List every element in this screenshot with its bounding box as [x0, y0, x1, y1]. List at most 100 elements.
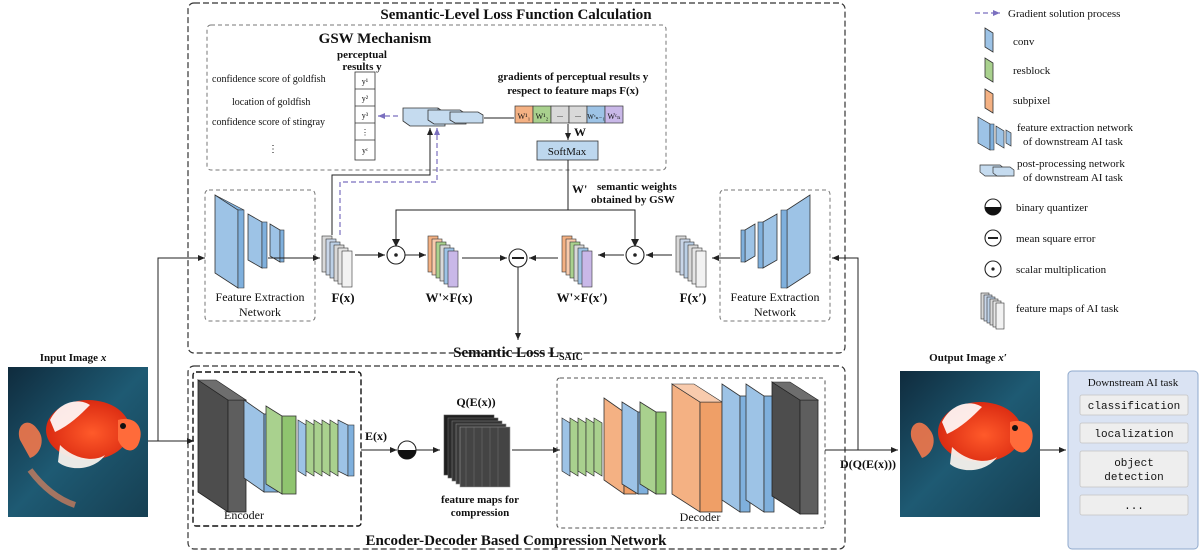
legend-scalar-mult: scalar multiplication	[1016, 264, 1107, 276]
task-detection-label: detection	[1104, 472, 1163, 484]
legend-post-network-2: of downstream AI task	[1023, 172, 1123, 184]
fe-right-network-icon	[740, 194, 811, 289]
output-image	[900, 371, 1040, 517]
w-cell-4: ...	[575, 110, 581, 119]
arrow-output-to-fe-right	[832, 255, 859, 450]
qex-label: Q(E(x))	[456, 395, 495, 409]
legend-conv-icon	[984, 27, 994, 53]
y-cell-5: yᶜ	[362, 146, 368, 155]
w-label: W	[574, 125, 586, 139]
ex-label: E(x)	[365, 429, 387, 443]
softmax-label: SoftMax	[548, 146, 587, 158]
semantic-loss-title: Semantic-Level Loss Function Calculation	[380, 7, 652, 23]
legend-fe-network-icon	[977, 116, 1012, 151]
fe-left-label-1: Feature Extraction	[216, 290, 305, 304]
fx-to-post-path	[331, 128, 433, 235]
legend-feature-maps: feature maps of AI task	[1016, 303, 1119, 315]
w-cell-1: W¹₁	[518, 112, 531, 121]
legend-mse: mean square error	[1016, 233, 1096, 245]
legend-post-network-icon	[979, 164, 1015, 177]
semantic-loss-box	[187, 2, 846, 354]
legend-binary-quantizer-icon	[984, 198, 1002, 216]
task-more[interactable]	[1079, 494, 1189, 516]
decoder-network-icon	[561, 381, 820, 515]
weights-vector: W¹₁ W¹₂ ... ... Wᶜₙ₋₁ Wᶜₙ	[514, 105, 624, 124]
fx-prime-label: F(x′)	[680, 290, 707, 305]
compressed-feature-maps	[443, 414, 511, 488]
legend-binary-quantizer: binary quantizer	[1016, 202, 1088, 214]
gradients-label-1: gradients of perceptual results y	[498, 71, 649, 83]
wfx-prime-label: W'×F(x′)	[557, 290, 608, 305]
gradient-path	[339, 128, 440, 235]
arrow-input-to-fe	[148, 255, 205, 442]
row-label-2: location of goldfish	[232, 97, 310, 108]
perceptual-results-column: y¹ y² y³ ⋮ yᶜ	[354, 71, 376, 161]
row-label-1: confidence score of goldfish	[212, 74, 326, 85]
fx-label: F(x)	[331, 290, 354, 305]
w-cell-2: W¹₂	[536, 112, 549, 121]
perceptual-label-2: results y	[342, 61, 382, 73]
legend-mse-icon	[984, 229, 1002, 247]
w-prime-label: W'	[572, 182, 587, 196]
legend-feature-maps-icon	[980, 292, 1005, 330]
fe-left-network-icon	[214, 194, 285, 289]
legend-resblock: resblock	[1013, 65, 1051, 77]
legend-resblock-icon	[984, 57, 994, 83]
fm-compress-label-1: feature maps for	[441, 494, 519, 506]
y-cell-3: y³	[362, 111, 369, 120]
fx-feature-maps	[321, 235, 353, 288]
task-localization-label: localization	[1094, 429, 1173, 441]
legend-gradient: Gradient solution process	[1008, 8, 1120, 20]
post-processing-network-icon	[402, 107, 484, 127]
legend-subpixel: subpixel	[1013, 95, 1050, 107]
semantic-weights-label-1: semantic weights	[597, 181, 677, 193]
task-classification[interactable]	[1079, 394, 1189, 416]
wfx-label: W'×F(x)	[425, 290, 472, 305]
encoder-label: Encoder	[224, 508, 264, 522]
fe-right-label-1: Feature Extraction	[731, 290, 820, 304]
task-more-label: ...	[1124, 501, 1144, 513]
gsw-box	[206, 24, 667, 171]
legend-fe-network-1: feature extraction network	[1017, 122, 1134, 134]
input-image	[8, 367, 148, 517]
gsw-title: GSW Mechanism	[319, 31, 432, 47]
row-label-3: confidence score of stingray	[212, 117, 325, 128]
y-cell-2: y²	[362, 94, 369, 103]
fe-right-box	[719, 189, 831, 322]
task-object-label: object	[1114, 458, 1154, 470]
binary-quantizer	[397, 440, 417, 460]
fe-right-label-2: Network	[754, 305, 796, 319]
task-classification-label: classification	[1088, 401, 1180, 413]
legend-subpixel-icon	[984, 88, 994, 114]
dqex-label: D(Q(E(x)))	[840, 457, 896, 471]
semantic-weights-label-2: obtained by GSW	[591, 194, 675, 206]
encoder-network-icon	[197, 379, 355, 513]
legend-scalar-mult-icon	[984, 260, 1002, 278]
w-cell-6: Wᶜₙ	[607, 112, 621, 121]
fe-left-label-2: Network	[239, 305, 281, 319]
y-cell-1: y¹	[362, 77, 369, 86]
task-object-detection[interactable]	[1079, 450, 1189, 488]
legend-post-network-1: post-processing network	[1017, 158, 1125, 170]
downstream-title: Downstream AI task	[1088, 377, 1179, 389]
wfx-feature-maps	[427, 235, 459, 288]
gradients-label-2: respect to feature maps F(x)	[507, 85, 639, 97]
compression-network-title: Encoder-Decoder Based Compression Networ…	[366, 533, 668, 549]
w-cell-3: ...	[557, 110, 563, 119]
legend-conv: conv	[1013, 36, 1035, 48]
fx-prime-feature-maps	[675, 235, 707, 288]
task-localization[interactable]	[1079, 422, 1189, 444]
w-cell-5: Wᶜₙ₋₁	[587, 113, 605, 121]
fm-compress-label-2: compression	[451, 507, 509, 519]
output-image-label: Output Image x′	[929, 352, 1007, 364]
y-cell-4: ⋮	[361, 128, 369, 137]
input-image-label: Input Image x	[40, 352, 107, 364]
perceptual-label-1: perceptual	[337, 49, 387, 61]
legend-fe-network-2: of downstream AI task	[1023, 136, 1123, 148]
semantic-loss-label: Semantic Loss LSAIC	[453, 345, 583, 363]
encoder-box	[192, 371, 362, 527]
wfx-prime-feature-maps	[561, 235, 593, 288]
compression-network-box	[187, 365, 846, 550]
row-label-4: ⋮	[268, 144, 278, 155]
